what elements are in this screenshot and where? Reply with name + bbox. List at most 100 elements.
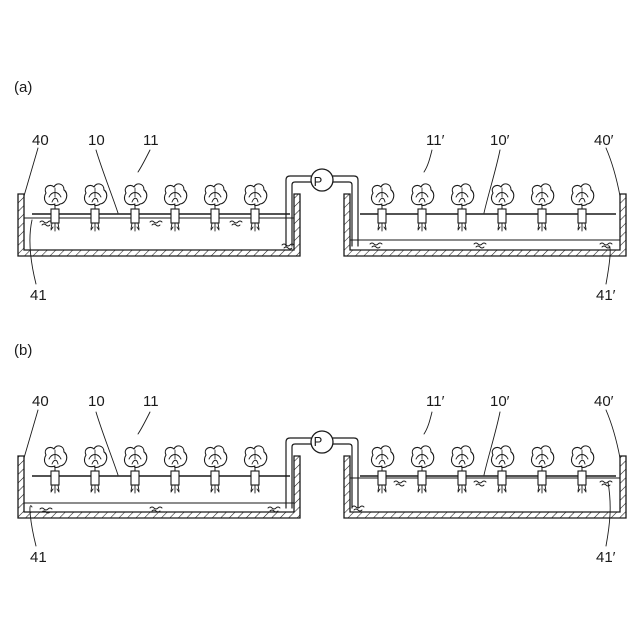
leader-tank-left xyxy=(24,148,38,196)
pot xyxy=(458,471,466,485)
plant-right xyxy=(531,446,553,493)
roots xyxy=(91,223,99,231)
water-mark xyxy=(370,243,382,248)
pot xyxy=(538,209,546,223)
panel-a-label-tank-right: 40′ xyxy=(594,132,614,149)
plant-head xyxy=(531,184,553,206)
panel-b: (b) 40 10 11 41 11′ 10′ 40′ 41′ P xyxy=(14,342,626,566)
roots xyxy=(51,485,59,493)
panel-a-pump-label: P xyxy=(314,174,323,189)
panel-b-right-tank xyxy=(344,446,626,518)
panel-a-label-water-left: 41 xyxy=(30,287,47,304)
plant-head xyxy=(204,184,226,206)
water-mark xyxy=(150,221,162,226)
plant-left xyxy=(124,184,146,231)
plant-left xyxy=(164,446,186,493)
plant-left xyxy=(124,446,146,493)
plant-head xyxy=(571,446,593,468)
panel-b-label-plant-right: 11′ xyxy=(426,393,445,410)
panel-a-label-float-right: 10′ xyxy=(490,132,510,149)
panel-a-label-float-left: 10 xyxy=(88,132,105,149)
roots xyxy=(131,485,139,493)
panel-b-label-float-right: 10′ xyxy=(490,393,510,410)
plant-head xyxy=(164,184,186,206)
roots xyxy=(538,485,546,493)
plant-right xyxy=(371,446,393,493)
panel-b-left-tank xyxy=(18,446,300,518)
plant-head xyxy=(531,446,553,468)
plant-head xyxy=(244,446,266,468)
pot xyxy=(578,471,586,485)
plant-head xyxy=(44,446,66,468)
roots xyxy=(51,223,59,231)
leader-tank-right xyxy=(606,148,620,196)
pot xyxy=(578,209,586,223)
panel-a: (a) 40 10 11 41 11′ 10′ 40′ 41′ P xyxy=(14,79,626,304)
panel-a-label-water-right: 41′ xyxy=(596,287,616,304)
plant-head xyxy=(84,446,106,468)
plant-right xyxy=(491,446,513,493)
roots xyxy=(578,223,586,231)
panel-a-label-tank-left: 40 xyxy=(32,132,49,149)
pot xyxy=(378,209,386,223)
water-mark xyxy=(150,507,162,512)
water-mark xyxy=(230,221,242,226)
water-mark xyxy=(474,481,486,486)
plant-head xyxy=(124,446,146,468)
plant-head xyxy=(491,446,513,468)
pot xyxy=(458,209,466,223)
plant-head xyxy=(451,184,473,206)
roots xyxy=(251,485,259,493)
pot xyxy=(251,471,259,485)
leader-plant-right xyxy=(424,412,432,434)
plant-left xyxy=(204,446,226,493)
water-mark xyxy=(268,507,280,512)
leader-plant-left xyxy=(138,412,150,434)
roots xyxy=(458,223,466,231)
water-mark xyxy=(600,481,612,486)
water-mark xyxy=(40,508,52,513)
plant-left xyxy=(84,446,106,493)
pot xyxy=(171,209,179,223)
plant-left xyxy=(44,446,66,493)
panel-a-label-plant-left: 11 xyxy=(143,132,159,149)
pot xyxy=(51,471,59,485)
pot xyxy=(538,471,546,485)
pot xyxy=(418,209,426,223)
pot xyxy=(91,209,99,223)
roots xyxy=(251,223,259,231)
plant-head xyxy=(451,446,473,468)
panel-b-pump-label: P xyxy=(314,434,323,449)
plant-left xyxy=(204,184,226,231)
roots xyxy=(91,485,99,493)
plant-head xyxy=(491,184,513,206)
leader-tank-left xyxy=(24,410,38,458)
pot xyxy=(498,209,506,223)
pot xyxy=(51,209,59,223)
water-mark xyxy=(394,481,406,486)
plant-right xyxy=(411,184,433,231)
plant-head xyxy=(571,184,593,206)
panel-b-label: (b) xyxy=(14,342,32,359)
roots xyxy=(378,223,386,231)
plant-head xyxy=(164,446,186,468)
plant-right xyxy=(451,184,473,231)
plant-head xyxy=(124,184,146,206)
roots xyxy=(131,223,139,231)
water-mark xyxy=(40,221,52,226)
roots xyxy=(418,485,426,493)
pot xyxy=(211,471,219,485)
plant-head xyxy=(244,184,266,206)
plant-right xyxy=(491,184,513,231)
plant-right xyxy=(571,446,593,493)
panel-b-label-plant-left: 11 xyxy=(143,393,159,410)
roots xyxy=(498,223,506,231)
roots xyxy=(171,485,179,493)
plant-right xyxy=(371,184,393,231)
plant-left xyxy=(164,184,186,231)
roots xyxy=(211,223,219,231)
roots xyxy=(418,223,426,231)
plant-head xyxy=(411,184,433,206)
plant-head xyxy=(204,446,226,468)
roots xyxy=(578,485,586,493)
